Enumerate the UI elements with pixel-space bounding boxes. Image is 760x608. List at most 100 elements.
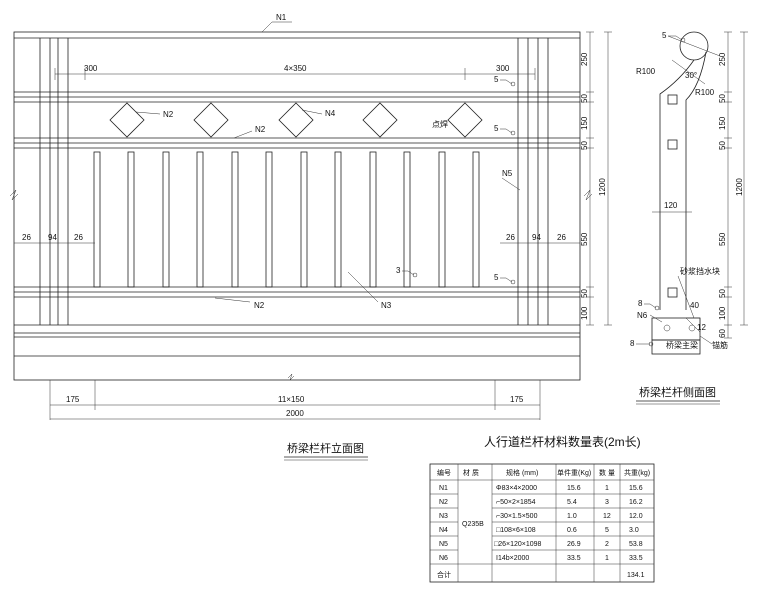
right-post	[517, 38, 549, 325]
th-id: 编号	[437, 468, 451, 477]
side-fillet-label: 砂浆挡水块	[680, 266, 720, 276]
th-unit-weight: 单件重(Kg)	[557, 468, 591, 477]
svg-text:□26×120×1098: □26×120×1098	[494, 541, 542, 548]
dim-right-94: 94	[532, 233, 541, 242]
table-row: N2 ⌐50×2×1854 5.4 3 16.2	[439, 499, 643, 506]
dim-v-250: 250	[580, 52, 589, 66]
dim-v-50c: 50	[580, 289, 589, 298]
svg-text:33.5: 33.5	[567, 555, 581, 562]
left-post	[39, 38, 69, 325]
svg-text:I14b×2000: I14b×2000	[496, 555, 529, 562]
svg-text:5.4: 5.4	[567, 499, 577, 506]
side-dim-100: 100	[718, 306, 727, 320]
tag-n4: N4	[325, 109, 336, 118]
tag-n2-upper: N2	[163, 110, 174, 119]
dim-bottom-175-right: 175	[510, 395, 524, 404]
svg-text:16.2: 16.2	[629, 499, 643, 506]
elevation-title: 桥梁栏杆立面图	[287, 441, 364, 455]
right-post-dims: 26 94 26	[500, 233, 580, 244]
side-r100-top: R100	[636, 67, 656, 76]
balusters	[93, 151, 480, 288]
th-qty: 数 量	[599, 468, 615, 477]
side-dim-50c: 50	[718, 289, 727, 298]
side-dim-1200: 1200	[735, 178, 744, 196]
table-row: N4 □108×6×108 0.6 5 3.0	[439, 527, 639, 534]
elevation-bottom-dims: 175 11×150 175 2000	[49, 380, 541, 420]
dim-center-span: 4×350	[284, 64, 307, 73]
rail-section-1	[667, 94, 678, 105]
side-n6: N6	[637, 311, 648, 320]
svg-text:N5: N5	[439, 541, 448, 548]
side-title: 桥梁栏杆侧面图	[639, 385, 716, 399]
bridge-girder	[651, 339, 701, 355]
dim-bottom-middle: 11×150	[278, 395, 305, 404]
table-row: N6 I14b×2000 33.5 1 33.5	[439, 555, 643, 562]
svg-text:1.0: 1.0	[567, 513, 577, 520]
dim-v-550: 550	[580, 232, 589, 246]
svg-text:53.8: 53.8	[629, 541, 643, 548]
svg-text:15.6: 15.6	[629, 485, 643, 492]
break-mark-bottom	[287, 373, 295, 381]
side-dim-60: 60	[718, 329, 727, 338]
dim-v-150: 150	[580, 116, 589, 130]
dim-bottom-total: 2000	[286, 409, 304, 418]
rails	[14, 91, 580, 357]
svg-text:N2: N2	[439, 499, 448, 506]
svg-text:26.9: 26.9	[567, 541, 581, 548]
dim-bottom-175-left: 175	[66, 395, 80, 404]
side-dim-150: 150	[718, 116, 727, 130]
dim-right-26b: 26	[557, 233, 566, 242]
base-plate	[651, 317, 701, 341]
svg-text:12: 12	[603, 513, 611, 520]
svg-text:0.6: 0.6	[567, 527, 577, 534]
svg-text:3.0: 3.0	[629, 527, 639, 534]
dim-left-94: 94	[48, 233, 57, 242]
top-dimension: 300 4×350 300	[54, 64, 536, 80]
side-dim-50b: 50	[718, 141, 727, 150]
svg-text:N1: N1	[439, 485, 448, 492]
th-material: 材 质	[463, 468, 479, 477]
dim-v-50b: 50	[580, 141, 589, 150]
tag-n2-mid: N2	[255, 125, 266, 134]
material-table: 人行道栏杆材料数量表(2m长) 编号 材 质 规格 (mm) 单件重(Kg) 数…	[429, 434, 655, 583]
weld-mark-1: 5	[494, 75, 499, 84]
svg-text:15.6: 15.6	[567, 485, 581, 492]
table-row: N5 □26×120×1098 26.9 2 53.8	[439, 541, 643, 548]
elevation-view: N1 300 4×350 300 N2 N2 N4 点焊 N5 N3 N2 5 …	[9, 13, 612, 461]
side-girder-label: 桥梁主梁	[666, 340, 698, 350]
left-post-dims: 26 94 26	[14, 233, 95, 244]
dim-v-50a: 50	[580, 94, 589, 103]
svg-text:5: 5	[605, 527, 609, 534]
svg-text:⌐50×2×1854: ⌐50×2×1854	[496, 499, 536, 506]
elevation-vertical-dims: 250 50 150 50 550 50 100 1200	[580, 31, 612, 326]
dim-left-300: 300	[84, 64, 98, 73]
svg-text:33.5: 33.5	[629, 555, 643, 562]
post-profile-left	[659, 59, 695, 310]
post-profile-right	[685, 51, 707, 310]
dim-v-1200: 1200	[598, 178, 607, 196]
side-weld-8b: 8	[630, 339, 635, 348]
side-r100-mid: R100	[695, 88, 715, 97]
table-title: 人行道栏杆材料数量表(2m长)	[484, 434, 641, 449]
rail-section-2	[667, 139, 678, 150]
dim-right-26a: 26	[506, 233, 515, 242]
rail-section-3	[667, 287, 678, 298]
svg-text:2: 2	[605, 541, 609, 548]
weld-mark-3: 5	[494, 273, 499, 282]
td-sum-label: 合计	[437, 570, 451, 579]
side-dim-50a: 50	[718, 94, 727, 103]
side-vertical-dims: 250 50 150 50 550 50 100 60 1200	[718, 31, 748, 339]
tag-n2-lower: N2	[254, 301, 265, 310]
th-total-weight: 共重(kg)	[624, 468, 650, 477]
tag-n5: N5	[502, 169, 513, 178]
tag-n1: N1	[276, 13, 287, 22]
td-sum-total: 134.1	[627, 572, 645, 579]
dim-right-300: 300	[496, 64, 510, 73]
svg-text:N3: N3	[439, 513, 448, 520]
side-anchor-label: 锚筋	[712, 340, 728, 350]
td-material: Q235B	[462, 521, 484, 528]
dim-left-26b: 26	[74, 233, 83, 242]
side-dim-40: 40	[690, 301, 699, 310]
table-row: N3 ⌐30×1.5×500 1.0 12 12.0	[439, 513, 643, 520]
